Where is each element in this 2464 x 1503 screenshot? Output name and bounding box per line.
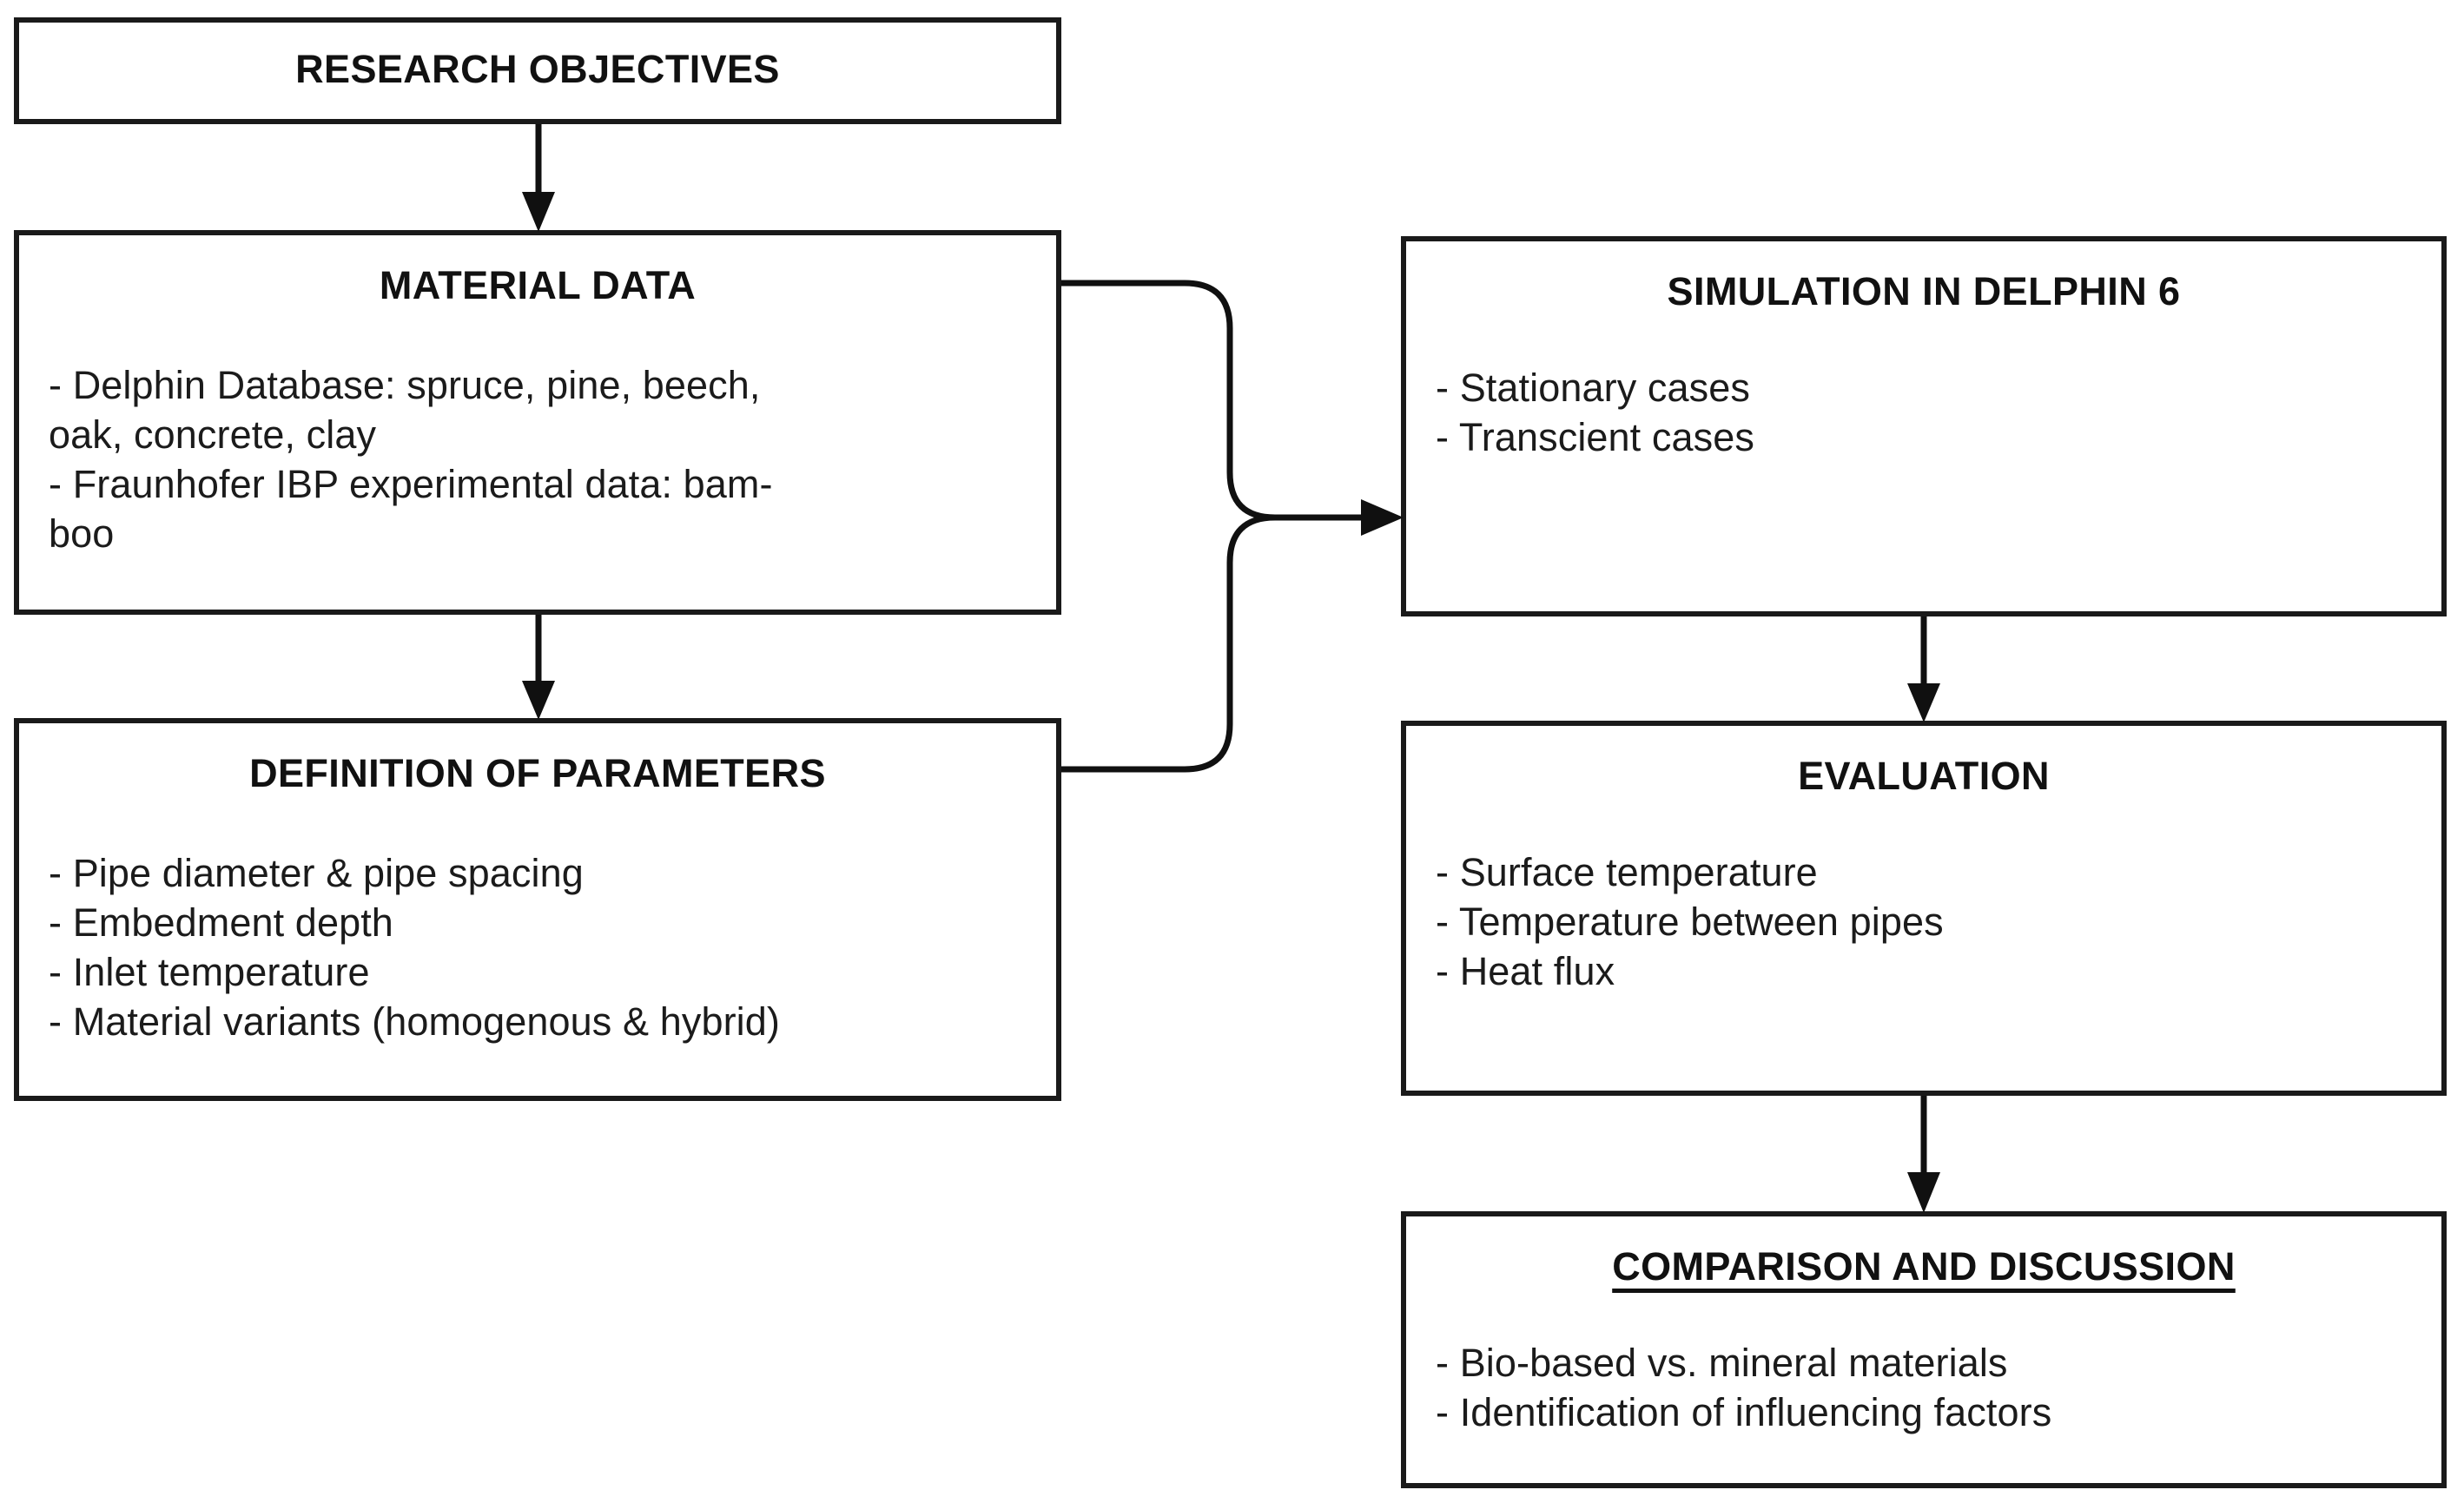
list-item: - Pipe diameter & pipe spacing <box>49 850 584 895</box>
node-title: COMPARISON AND DISCUSSION <box>1612 1244 2236 1289</box>
list-item: - Delphin Database: spruce, pine, beech,… <box>49 362 761 457</box>
node-title: MATERIAL DATA <box>379 263 697 307</box>
node-title: DEFINITION OF PARAMETERS <box>249 751 826 795</box>
list-item: - Stationary cases <box>1436 365 1750 410</box>
list-item: - Material variants (homogenous & hybrid… <box>49 999 780 1045</box>
arrow-material-data-to-definition-of-parameters <box>522 615 555 720</box>
arrow-evaluation-to-comparison <box>1907 1096 1940 1213</box>
node-evaluation[interactable]: EVALUATION - Surface temperature - Tempe… <box>1401 721 2447 1096</box>
node-simulation-in-delphin-6[interactable]: SIMULATION IN DELPHIN 6 - Stationary cas… <box>1401 236 2447 616</box>
node-body: - Surface temperature - Temperature betw… <box>1406 847 2441 996</box>
merge-connector-to-simulation <box>1061 280 1404 773</box>
list-item: - Surface temperature <box>1436 849 1818 894</box>
node-title: RESEARCH OBJECTIVES <box>295 47 780 91</box>
list-item: - Fraunhofer IBP experimental data: bam-… <box>49 462 773 557</box>
node-body: - Delphin Database: spruce, pine, beech,… <box>19 360 1056 559</box>
list-item: - Bio-based vs. mineral materials <box>1436 1340 2008 1385</box>
list-item: - Transcient cases <box>1436 414 1754 459</box>
node-comparison-and-discussion[interactable]: COMPARISON AND DISCUSSION - Bio-based vs… <box>1401 1211 2447 1488</box>
node-title: EVALUATION <box>1798 754 2050 798</box>
node-research-objectives[interactable]: RESEARCH OBJECTIVES <box>14 17 1061 124</box>
node-definition-of-parameters[interactable]: DEFINITION OF PARAMETERS - Pipe diameter… <box>14 718 1061 1101</box>
list-item: - Inlet temperature <box>49 950 370 995</box>
node-body: - Stationary cases - Transcient cases <box>1406 363 2441 462</box>
node-title: SIMULATION IN DELPHIN 6 <box>1667 269 2181 313</box>
list-item: - Embedment depth <box>49 900 393 945</box>
list-item: - Identification of influencing factors <box>1436 1389 2052 1434</box>
arrow-simulation-to-evaluation <box>1907 616 1940 722</box>
node-body: - Bio-based vs. mineral materials - Iden… <box>1406 1338 2441 1437</box>
list-item: - Heat flux <box>1436 949 1615 994</box>
list-item: - Temperature between pipes <box>1436 899 1944 944</box>
node-material-data[interactable]: MATERIAL DATA - Delphin Database: spruce… <box>14 230 1061 615</box>
arrow-research-objectives-to-material-data <box>522 124 555 232</box>
node-body: - Pipe diameter & pipe spacing - Embedme… <box>19 848 1056 1047</box>
